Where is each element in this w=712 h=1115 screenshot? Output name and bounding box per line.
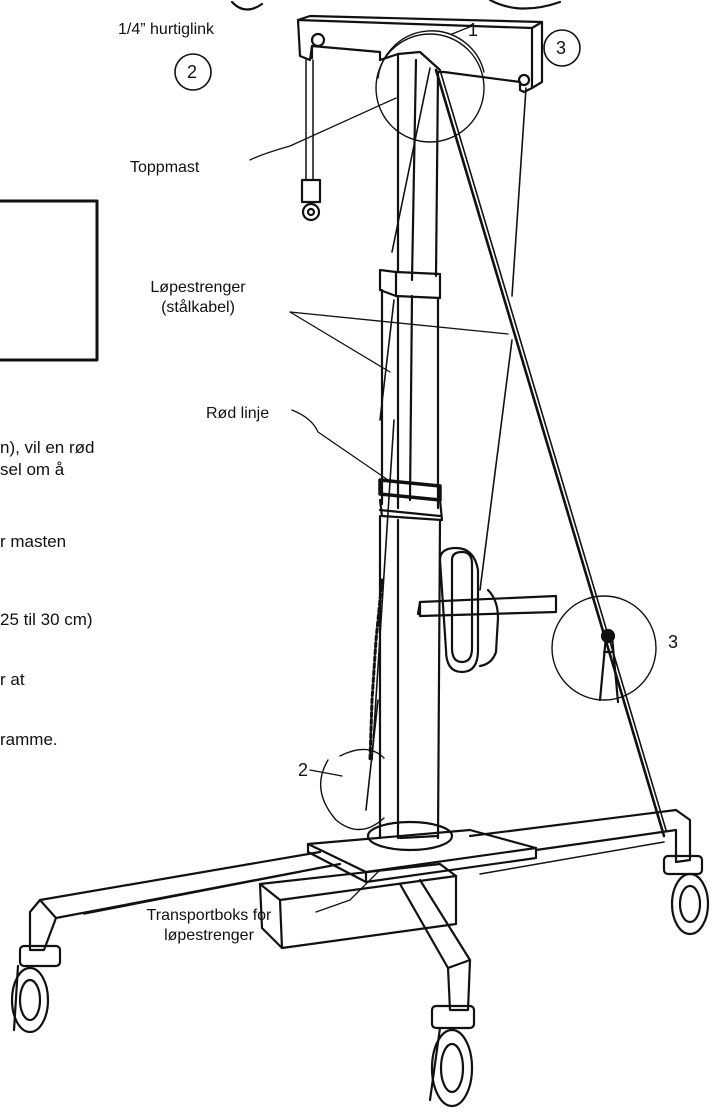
clipped-text-line-5: r at [0, 670, 25, 689]
text-frame-box [0, 199, 99, 362]
label-quick-link: 1/4” hurtiglink [118, 21, 215, 38]
casters [10, 854, 710, 1108]
hook [300, 59, 322, 222]
callout-number-3-detail: 3 [668, 632, 679, 652]
detail-circle-1 [375, 33, 485, 143]
lower-column [378, 514, 442, 840]
top-mast [378, 50, 442, 282]
top-crossbar [296, 14, 544, 94]
lower-chain [368, 578, 384, 762]
callout-number-2-detail: 2 [298, 760, 309, 780]
clipped-text-line-4: 25 til 30 cm) [0, 610, 93, 629]
detail-circle-2-arc [319, 759, 385, 831]
detail-circle-3 [551, 595, 657, 701]
callout-number-3-circle: 3 [556, 38, 567, 58]
cables [365, 67, 667, 838]
label-red-line: Rød linje [206, 405, 270, 422]
clipped-text-line-6: ramme. [0, 730, 58, 749]
clipped-text-line-1: n), vil en rød [0, 438, 95, 457]
label-running-lines-2: (stålkabel) [161, 299, 235, 316]
label-top-mast: Toppmast [130, 159, 200, 176]
callout-circle-2 [174, 53, 212, 91]
label-running-lines-1: Løpestrenger [150, 279, 246, 296]
callout-number-2-circle: 2 [187, 62, 198, 82]
top-partial-circle-left [230, 0, 264, 11]
callout-circle-3 [543, 29, 581, 67]
crank-handle [418, 594, 558, 618]
legs [28, 808, 692, 1012]
base-plate [306, 820, 538, 884]
detail-circle-1-top [377, 30, 485, 79]
label-transport-box-2: løpestrenger [164, 927, 254, 944]
winch [416, 546, 558, 674]
callout-number-1: 1 [468, 20, 479, 40]
clipped-text-line-2: sel om å [0, 460, 65, 479]
clipped-text-line-3: r masten [0, 532, 67, 551]
label-transport-box-1: Transportboks for [146, 907, 272, 924]
top-partial-circle-right [488, 0, 562, 10]
turnbuckle [598, 628, 620, 704]
leader-lines [249, 25, 509, 913]
